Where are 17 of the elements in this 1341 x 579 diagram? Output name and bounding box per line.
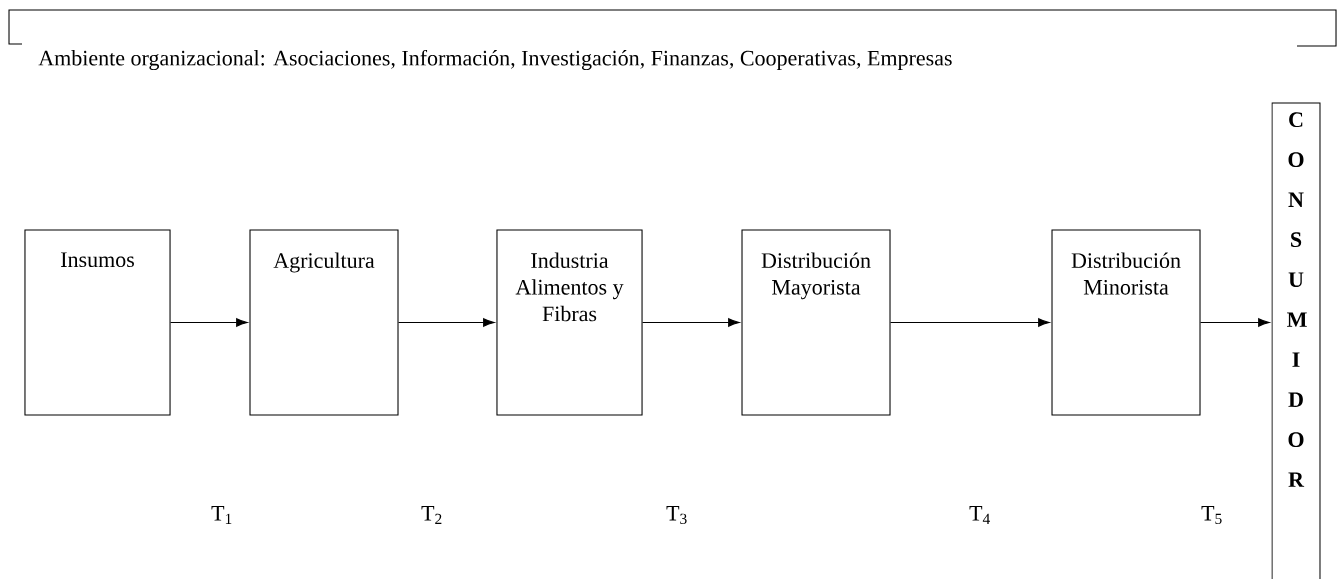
transaction-label: T$_{4}$ [969, 506, 990, 524]
arrow [398, 318, 495, 327]
heading: Ambiente organizacional: Asociaciones, Información, Investigación, Finanzas, Cooperativas, Empresas [38, 49, 952, 71]
process-box: Insumos [24, 229, 171, 416]
process-box: Distribución Mayorista [741, 229, 891, 416]
process-box: Industria Alimentos y Fibras [496, 229, 643, 416]
process-box: Agricultura [249, 229, 399, 416]
transaction-label: T$_{5}$ [1201, 506, 1222, 524]
transaction-label: T$_{2}$ [421, 506, 442, 524]
arrow [170, 318, 248, 327]
arrow [890, 318, 1050, 327]
arrow [1200, 318, 1270, 327]
transaction-label: T$_{1}$ [211, 506, 232, 524]
transaction-label: T$_{3}$ [666, 506, 687, 524]
arrow [642, 318, 740, 327]
consumer-column: C O N S U M I D O R [1271, 102, 1321, 579]
process-box: Distribución Minorista [1051, 229, 1201, 416]
